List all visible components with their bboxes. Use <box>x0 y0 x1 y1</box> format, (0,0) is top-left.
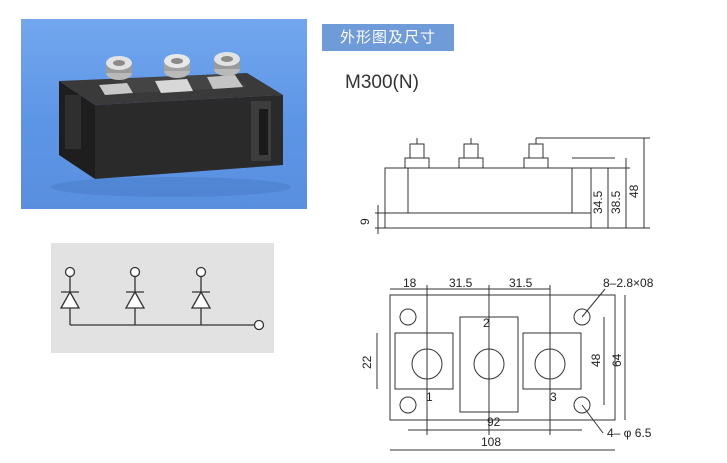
dim-top-18: 18 <box>403 276 417 290</box>
side-view-drawing: 34.5 38.5 48 9 <box>358 137 650 234</box>
dim-left-22: 22 <box>360 355 374 369</box>
dim-side-34-5: 34.5 <box>591 190 605 214</box>
hole-spec: 8–2.8×08 <box>603 276 654 290</box>
module-illustration <box>51 52 291 197</box>
diode-symbol-3 <box>190 266 212 325</box>
dim-bottom-108: 108 <box>481 435 501 449</box>
product-photo <box>21 19 307 209</box>
dim-right-64: 64 <box>610 353 624 367</box>
dim-top-31-5-a: 31.5 <box>449 276 473 290</box>
dim-top-31-5-b: 31.5 <box>509 276 533 290</box>
top-view-drawing: 18 31.5 31.5 8–2.8×08 22 48 64 4– φ 6.5 … <box>360 276 654 451</box>
terminal-label-2: 2 <box>483 316 490 330</box>
terminal-screw-2 <box>164 54 190 78</box>
dim-side-48: 48 <box>627 184 641 198</box>
diode-symbol-2 <box>124 266 146 325</box>
dim-side-9: 9 <box>358 218 372 225</box>
schematic-drawing <box>59 266 265 331</box>
terminal-label-1: 1 <box>426 390 433 404</box>
section-title: 外形图及尺寸 <box>322 24 454 51</box>
terminal-label-3: 3 <box>550 390 557 404</box>
dim-right-48: 48 <box>589 353 603 367</box>
circuit-schematic <box>51 243 274 353</box>
terminal-screw-1 <box>106 56 132 80</box>
dim-bottom-92: 92 <box>487 415 501 429</box>
diode-symbol-1 <box>59 266 81 325</box>
model-number: M300(N) <box>345 72 419 93</box>
mount-spec: 4– φ 6.5 <box>607 426 652 440</box>
dim-side-38-5: 38.5 <box>609 190 623 214</box>
terminal-screw-3 <box>214 52 240 76</box>
